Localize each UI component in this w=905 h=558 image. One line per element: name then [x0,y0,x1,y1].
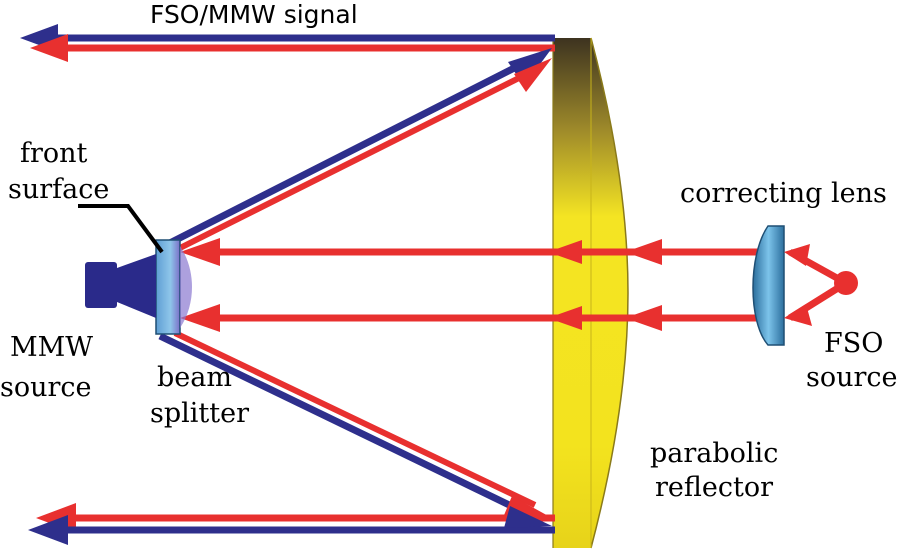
upper-diverging-beam [158,48,552,255]
parabolic-reflector [552,37,629,549]
upper-outgoing-beam [20,24,555,62]
mmw-source [85,254,156,318]
signal-label: FSO/MMW signal [150,0,358,29]
parabolic-reflector-label-line1: parabolic [650,438,778,469]
front-surface-leader-line [78,204,164,254]
beam-splitter-label-line1: beam [157,362,232,393]
lower-diverging-beam [158,330,552,528]
front-surface-label-line1: front [20,138,88,169]
parabolic-reflector-label-line2: reflector [655,472,773,503]
correcting-lens [752,225,785,346]
fso-horizontal-beams [180,238,780,332]
mmw-source-label-line2: source [0,372,92,403]
fso-source-label-line1: FSO [824,328,883,359]
fso-source-dot [834,271,858,295]
mmw-source-label-line1: MMW [10,332,93,363]
fso-source [784,244,858,326]
correcting-lens-label: correcting lens [680,178,887,209]
beam-splitter-label-line2: splitter [150,398,249,429]
fso-source-label-line2: source [806,362,898,393]
lower-outgoing-beam [28,503,555,545]
front-surface-label-line2: surface [8,174,109,205]
